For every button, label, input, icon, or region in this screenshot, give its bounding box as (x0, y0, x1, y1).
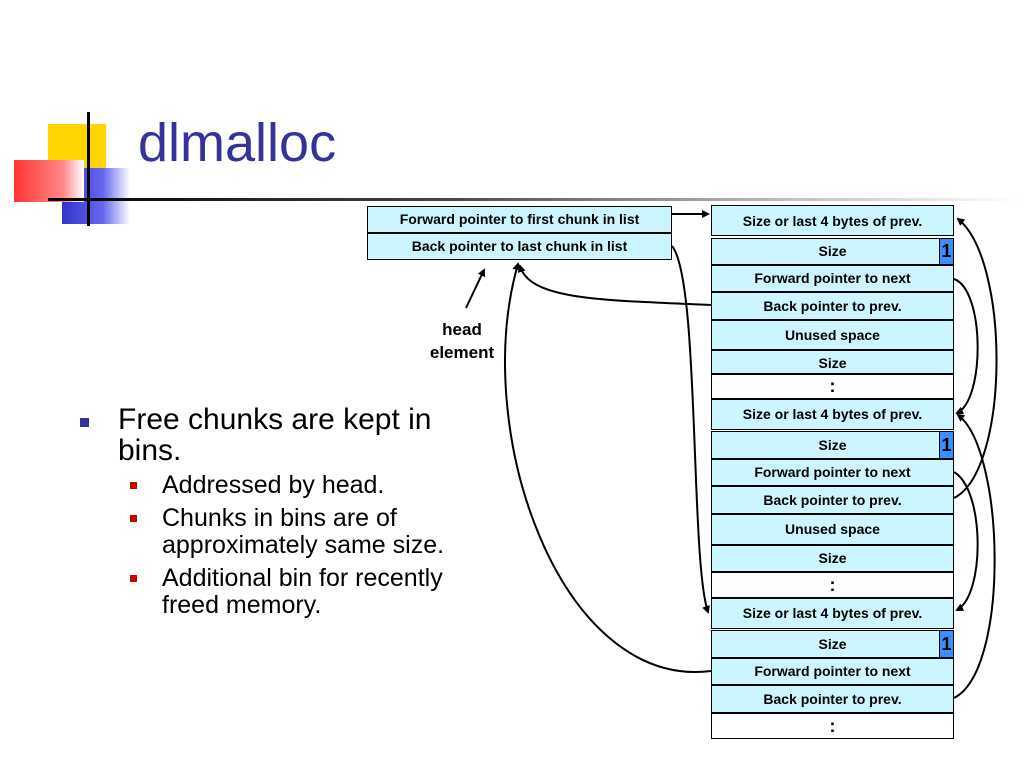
bullet-marker (80, 418, 89, 427)
sub-bullet-marker (130, 575, 137, 582)
chunk1-ellipsis: : (711, 374, 954, 399)
chunk3-forward-pointer: Forward pointer to next (711, 658, 954, 685)
chunk3-prev-size: Size or last 4 bytes of prev. (711, 598, 954, 629)
arrow-head-label (465, 268, 486, 309)
sub-bullet-item: Additional bin for recently freed memory… (80, 565, 460, 619)
sub-bullet-text: Chunks in bins are of approximately same… (162, 504, 445, 559)
arrow-chunk2-forward (953, 471, 979, 611)
chunk1-unused-space: Unused space (711, 320, 954, 350)
chunk2-size: Size 1 (711, 431, 954, 459)
chunk2-prev-size: Size or last 4 bytes of prev. (711, 399, 954, 430)
logo-vertical-line (87, 112, 90, 226)
bullet-list: Free chunks are kept in bins. Addressed … (80, 404, 460, 619)
chunk2-unused-space: Unused space (711, 514, 954, 545)
page-title: dlmalloc (138, 113, 337, 173)
sub-bullet-item: Chunks in bins are of approximately same… (80, 505, 460, 559)
arrow-chunk1-back (517, 264, 712, 306)
sub-bullet-text: Additional bin for recently freed memory… (162, 564, 443, 619)
chunk1-forward-pointer: Forward pointer to next (711, 265, 954, 292)
arrow-head-back (671, 245, 710, 614)
logo-red-block (14, 160, 84, 202)
chunk2-back-pointer: Back pointer to prev. (711, 486, 954, 514)
chunk2-ellipsis: : (711, 572, 954, 598)
head-back-pointer: Back pointer to last chunk in list (367, 233, 672, 260)
title-underline (48, 198, 1020, 201)
sub-bullet-marker (130, 482, 137, 489)
arrow-chunk3-back (953, 413, 996, 699)
chunk2-size-footer: Size (711, 545, 954, 572)
chunk3-in-use-flag: 1 (939, 631, 953, 657)
chunk3-size: Size 1 (711, 630, 954, 658)
chunk1-size: Size 1 (711, 238, 954, 265)
head-element-label: head element (429, 320, 495, 362)
arrow-chunk3-forward (504, 262, 712, 673)
chunk3-ellipsis: : (711, 713, 954, 739)
chunk2-forward-pointer: Forward pointer to next (711, 459, 954, 486)
chunk2-size-label: Size (818, 437, 847, 453)
chunk3-back-pointer: Back pointer to prev. (711, 685, 954, 713)
arrow-chunk2-back (953, 217, 998, 499)
chunk1-size-footer: Size (711, 350, 954, 374)
bullet-item: Free chunks are kept in bins. (80, 404, 460, 466)
arrow-chunk1-forward (953, 278, 979, 415)
chunk1-prev-size: Size or last 4 bytes of prev. (711, 205, 954, 236)
head-forward-pointer: Forward pointer to first chunk in list (367, 206, 672, 233)
chunk3-size-label: Size (818, 636, 847, 652)
chunk1-in-use-flag: 1 (939, 239, 953, 264)
chunk2-in-use-flag: 1 (939, 432, 953, 458)
sub-bullet-item: Addressed by head. (80, 472, 460, 499)
sub-bullet-marker (130, 515, 137, 522)
bullet-text: Free chunks are kept in bins. (118, 403, 432, 467)
chunk1-size-label: Size (818, 243, 847, 259)
chunk1-back-pointer: Back pointer to prev. (711, 292, 954, 320)
sub-bullet-text: Addressed by head. (162, 471, 385, 499)
